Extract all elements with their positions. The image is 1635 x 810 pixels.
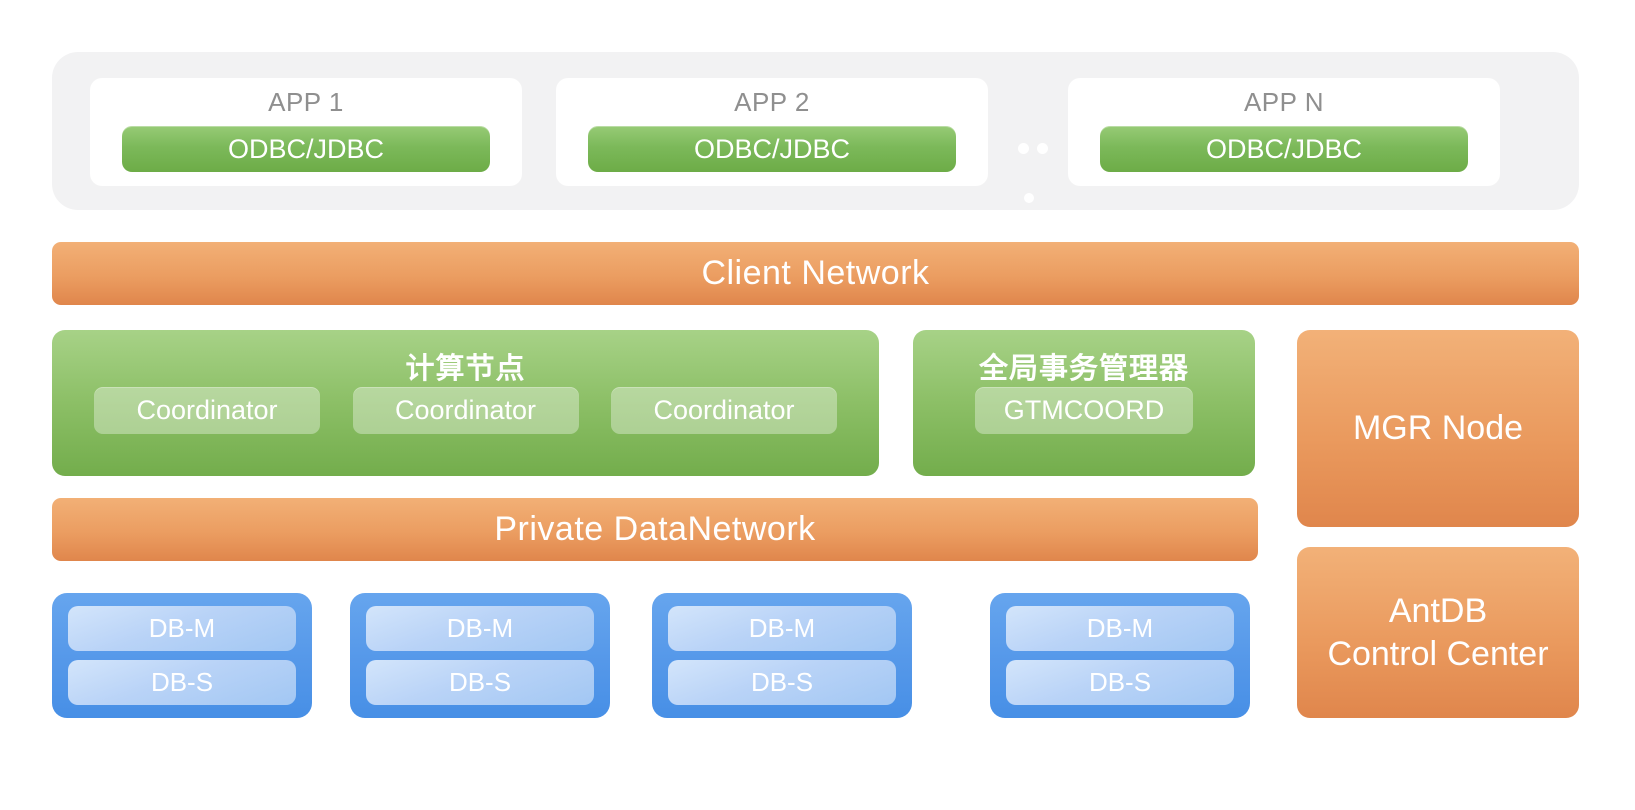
app-title: APP 1 [268,87,344,117]
db-slave-badge: DB-S [1006,660,1234,705]
app-card-1: APP 1 ODBC/JDBC [90,78,522,186]
db-slave-badge: DB-S [366,660,594,705]
db-slave-badge: DB-S [668,660,896,705]
mgr-node-box: MGR Node [1297,330,1579,527]
private-data-network-bar: Private DataNetwork [52,498,1258,561]
gtm-title: 全局事务管理器 [978,353,1189,385]
gtmcoord-badge: GTMCOORD [975,387,1193,434]
coordinator-row: Coordinator Coordinator Coordinator [52,387,879,434]
compute-node-box: 计算节点 Coordinator Coordinator Coordinator [52,330,879,476]
db-master-badge: DB-M [1006,606,1234,651]
coordinator-badge: Coordinator [611,387,837,434]
compute-node-title: 计算节点 [405,353,526,385]
app-title: APP N [1243,87,1325,117]
db-master-badge: DB-M [668,606,896,651]
coordinator-badge: Coordinator [352,387,579,434]
client-network-bar: Client Network [52,242,1579,305]
odbc-jdbc-badge: ODBC/JDBC [588,126,956,172]
ellipsis-dot [1037,143,1048,154]
app-card-n: APP N ODBC/JDBC [1068,78,1500,186]
control-center-label-line1: AntDB [1388,591,1488,630]
coordinator-badge: Coordinator [94,387,320,434]
db-slave-badge: DB-S [68,660,296,705]
db-group-3: DB-M DB-S [652,593,912,718]
odbc-jdbc-badge: ODBC/JDBC [122,126,490,172]
control-center-label-line2: Control Center [1327,634,1549,673]
db-group-1: DB-M DB-S [52,593,312,718]
db-group-4: DB-M DB-S [990,593,1250,718]
db-master-badge: DB-M [68,606,296,651]
ellipsis-dot [1018,143,1029,154]
odbc-jdbc-badge: ODBC/JDBC [1100,126,1468,172]
mgr-node-label: MGR Node [1352,409,1524,447]
db-group-2: DB-M DB-S [350,593,610,718]
gtm-box: 全局事务管理器 GTMCOORD [913,330,1255,476]
application-layer-panel: APP 1 ODBC/JDBC APP 2 ODBC/JDBC APP N OD… [52,52,1579,210]
app-title: APP 2 [734,87,810,117]
control-center-box: AntDB Control Center [1297,547,1579,718]
db-master-badge: DB-M [366,606,594,651]
ellipsis-dot [1024,193,1034,203]
app-card-2: APP 2 ODBC/JDBC [556,78,988,186]
